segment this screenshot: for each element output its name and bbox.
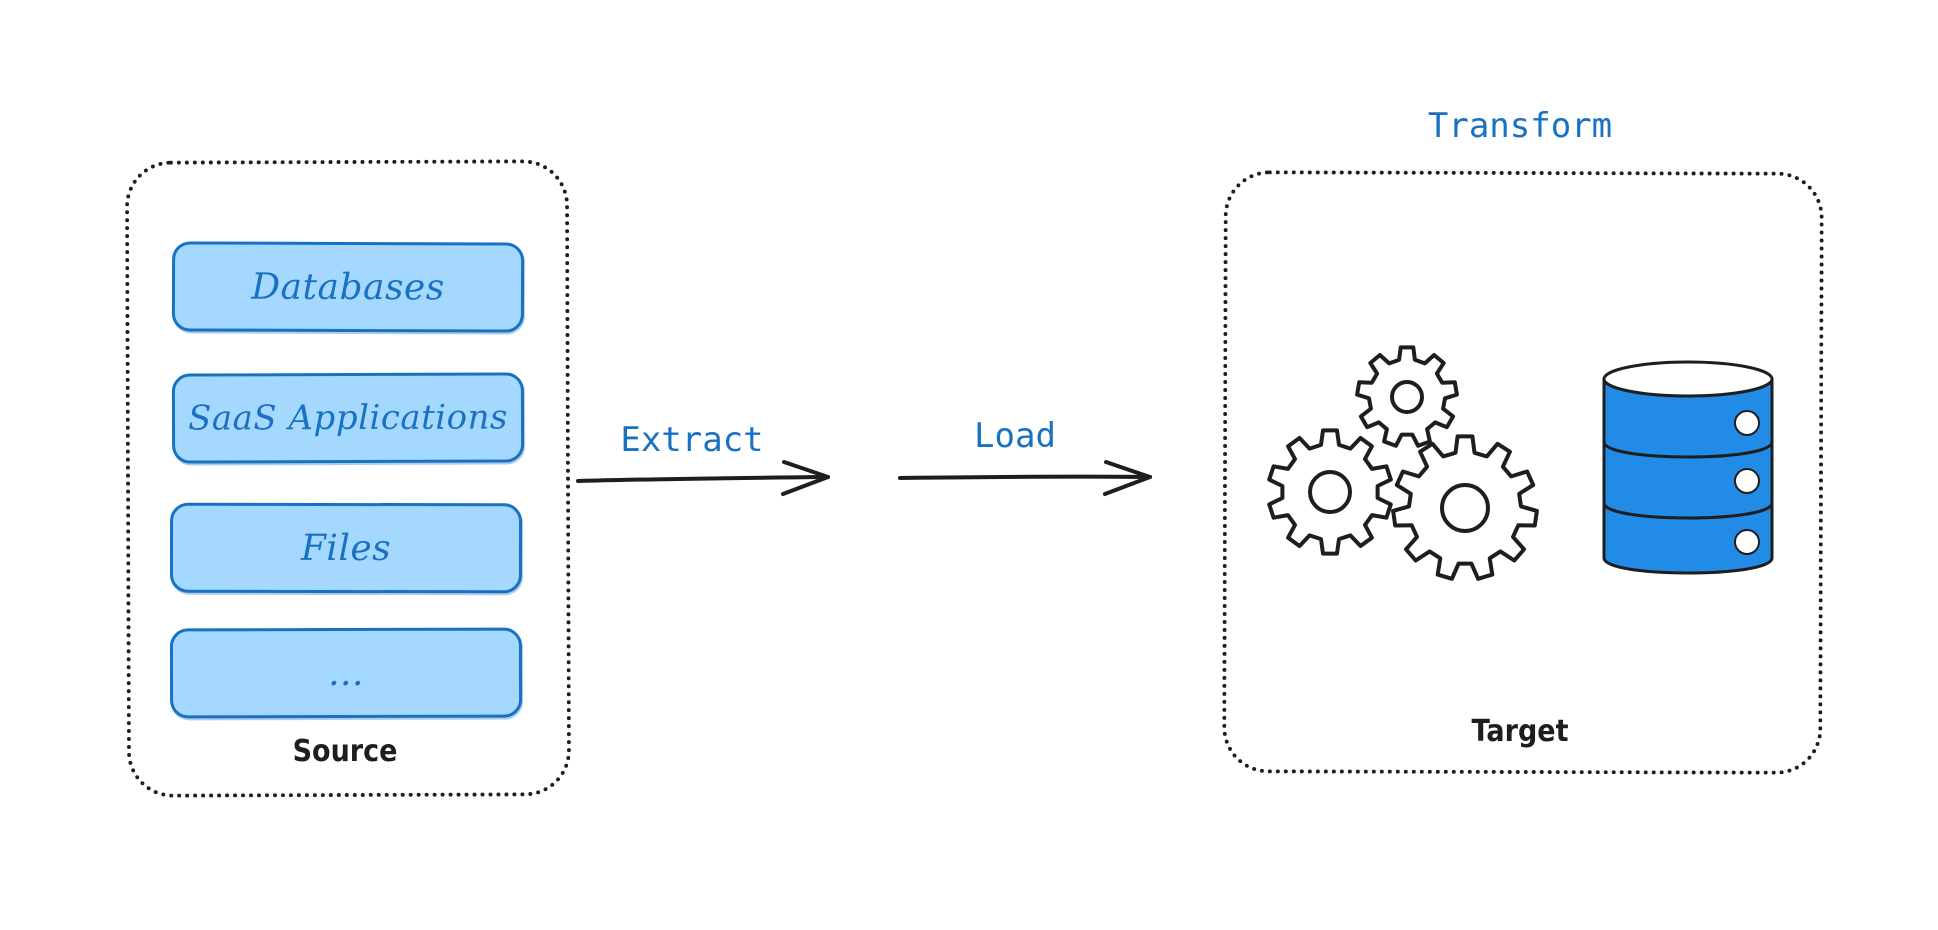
gear-icon — [1391, 434, 1539, 581]
load-label: Load — [974, 416, 1056, 456]
gear-hole — [1390, 380, 1424, 414]
extract-arrow — [576, 460, 830, 496]
gear-hole — [1440, 483, 1490, 533]
gear-icon — [1267, 428, 1393, 556]
load-arrow — [898, 460, 1152, 496]
transform-label: Transform — [1427, 106, 1613, 146]
gear-icon — [1355, 345, 1459, 448]
source-label: Source — [292, 734, 398, 769]
extract-label: Extract — [620, 420, 764, 460]
gear-hole — [1308, 470, 1352, 514]
database-icon — [1602, 360, 1774, 575]
gears-icon — [1267, 345, 1539, 581]
target-label: Target — [1471, 714, 1569, 749]
